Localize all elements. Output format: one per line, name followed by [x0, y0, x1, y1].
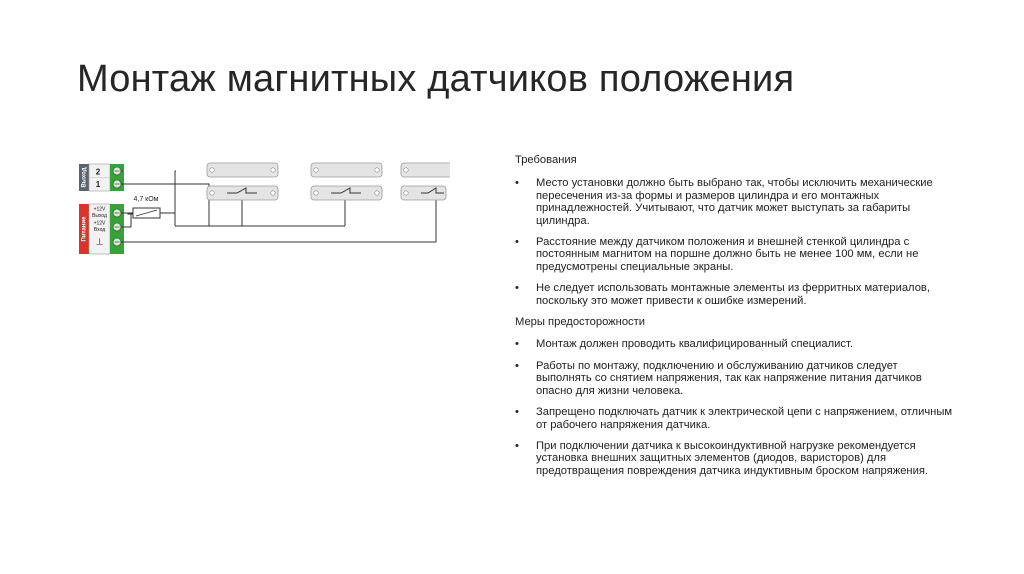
switch-contact-icon — [331, 187, 361, 194]
terminal-label-output: Выход — [92, 213, 107, 219]
text-content: Требования Место установки должно быть в… — [515, 154, 955, 486]
slide-title: Монтаж магнитных датчиков положения — [77, 58, 795, 100]
power-module-label: Питание — [82, 216, 88, 242]
sensor-1 — [206, 162, 279, 201]
terminal-label-1: 1 — [96, 180, 101, 189]
resistor: 4,7 кОм — [132, 196, 161, 219]
sensor-2 — [310, 162, 383, 201]
magnet-body — [206, 162, 279, 178]
ground-symbol: ⊥ — [96, 236, 104, 246]
power-module-tab — [79, 204, 89, 254]
reed-switch-body — [310, 185, 383, 201]
requirements-heading: Требования — [515, 154, 577, 166]
requirements-list: Место установки должно быть выбрано так,… — [515, 177, 955, 307]
magnet-body — [310, 162, 383, 178]
wire-signal-to-resistor — [121, 183, 210, 226]
reed-switch-body — [206, 185, 279, 201]
wiring-diagram: Выход 2 1 Питание +12V Выход +12V Вход ⊥ — [79, 162, 450, 255]
switch-contact-icon — [421, 187, 444, 194]
terminal-label-12v-out: +12V — [94, 206, 106, 212]
terminal-label-12v-in: +12V — [94, 220, 106, 226]
list-item: Расстояние между датчиком положения и вн… — [515, 236, 955, 273]
list-item: Место установки должно быть выбрано так,… — [515, 177, 955, 227]
list-item: Запрещено подключать датчик к электричес… — [515, 406, 955, 431]
list-item: Работы по монтажу, подключению и обслужи… — [515, 360, 955, 397]
wires — [121, 170, 437, 243]
list-item: Монтаж должен проводить квалифицированны… — [515, 338, 955, 351]
magnet-body — [400, 162, 450, 178]
power-module: Питание +12V Выход +12V Вход ⊥ — [79, 203, 124, 255]
precautions-list: Монтаж должен проводить квалифицированны… — [515, 338, 955, 477]
output-module-tab — [79, 164, 89, 191]
switch-contact-icon — [227, 187, 257, 194]
list-item: При подключении датчика к высокоиндуктив… — [515, 440, 955, 477]
precautions-heading: Меры предосторожности — [515, 316, 646, 329]
output-module: Выход 2 1 — [79, 163, 124, 192]
terminal-label-input: Вход — [94, 227, 105, 233]
output-module-label: Выход — [82, 167, 88, 187]
list-item: Не следует использовать монтажные элемен… — [515, 282, 955, 307]
sensor-3 — [400, 162, 450, 201]
resistor-label: 4,7 кОм — [134, 196, 159, 203]
terminal-label-2: 2 — [96, 168, 101, 177]
